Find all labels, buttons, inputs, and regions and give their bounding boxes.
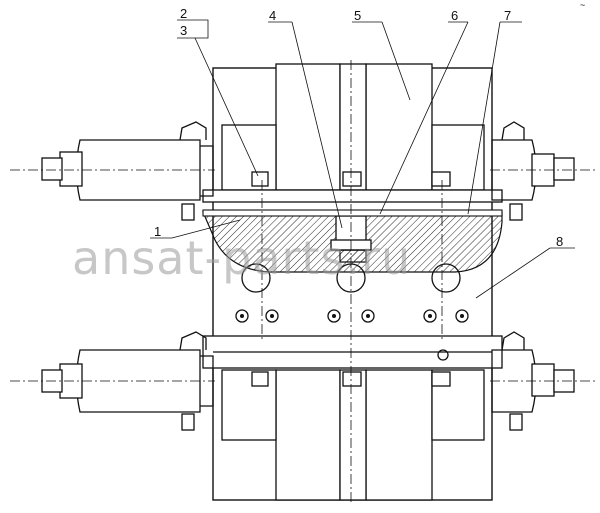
cylinder-lower-right <box>490 331 595 431</box>
center-lines <box>261 60 443 505</box>
top-block-5 <box>365 63 433 191</box>
bottom-block-right <box>365 369 433 501</box>
cylinder-upper-left <box>10 121 215 221</box>
mold-section-1 <box>202 209 503 273</box>
callout-6: 6 <box>451 8 458 23</box>
bottom-block-left <box>275 369 341 501</box>
corner-mark: ~ <box>580 0 585 10</box>
bolt-holes <box>235 309 469 361</box>
callout-1: 1 <box>154 224 161 239</box>
callout-8: 8 <box>556 234 563 249</box>
top-block-left <box>275 63 341 191</box>
callout-2: 2 <box>180 6 187 21</box>
callout-5: 5 <box>354 8 361 23</box>
callout-7: 7 <box>504 8 511 23</box>
leader-lines <box>150 19 575 299</box>
main-frame <box>202 63 503 501</box>
callout-labels: 2 3 4 5 6 7 1 8 ~ <box>154 0 585 249</box>
callout-3: 3 <box>180 23 187 38</box>
watermark-text: ansat-parts.ru <box>72 231 411 285</box>
top-center-slot <box>339 63 367 191</box>
cylinder-lower-left <box>10 331 215 431</box>
callout-4: 4 <box>269 8 276 23</box>
cylinder-upper-right <box>490 121 595 221</box>
